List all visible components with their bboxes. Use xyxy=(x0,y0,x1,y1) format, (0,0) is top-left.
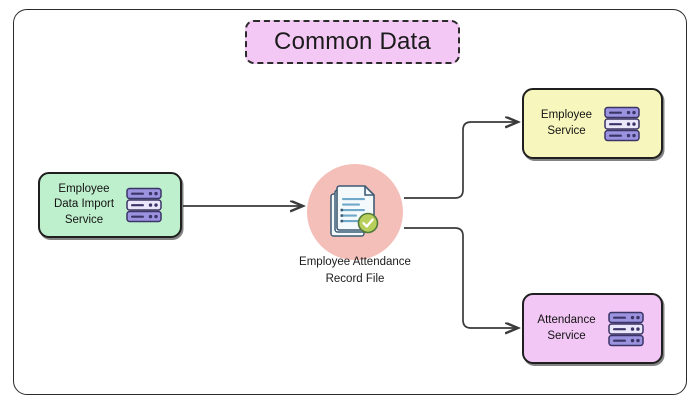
node-employee-service[interactable]: Employee Service xyxy=(522,88,663,159)
diagram-title-box: Common Data xyxy=(245,20,460,64)
page-title: Common Data xyxy=(274,28,431,55)
server-stack-icon xyxy=(604,106,640,141)
node-employee-data-import-service[interactable]: Employee Data Import Service xyxy=(38,172,182,238)
server-stack-icon xyxy=(126,187,162,223)
node-employee-attendance-record-file[interactable] xyxy=(307,164,403,260)
node-label: Employee Data Import Service xyxy=(53,183,115,226)
node-label: Attendance Service xyxy=(537,314,596,342)
node-label: Employee Service xyxy=(540,109,593,137)
server-stack-icon xyxy=(607,311,644,346)
node-attendance-service[interactable]: Attendance Service xyxy=(522,293,663,364)
node-caption-record-file: Employee Attendance Record File xyxy=(299,256,411,285)
document-check-icon xyxy=(330,185,379,237)
